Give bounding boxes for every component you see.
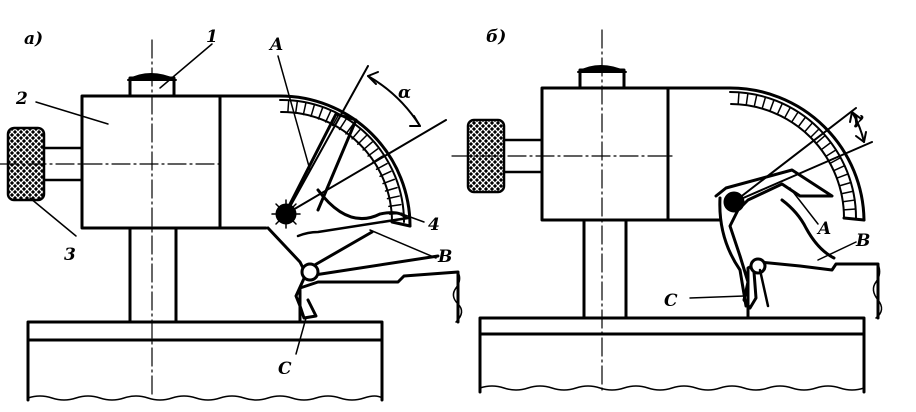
label-part-3: 3: [64, 245, 76, 265]
scale-tick-b: [809, 128, 820, 139]
base-plate-a: [26, 320, 384, 402]
scale-tick-a: [384, 186, 398, 192]
scale-tick-b: [776, 102, 784, 116]
scale-tick-a: [302, 102, 307, 116]
scale-tick-b: [737, 91, 740, 106]
scale-tick-b: [797, 116, 807, 128]
scale-tick-b: [783, 106, 792, 119]
scale-tick-b: [803, 122, 814, 133]
scale-tick-b: [832, 164, 846, 172]
scale-tick-b: [836, 173, 849, 179]
label-part-2: 2: [15, 89, 28, 109]
label-point-b-a: B: [437, 247, 452, 267]
base-plate-b: [478, 316, 866, 394]
scale-tick-b: [825, 149, 837, 158]
label-angle-alpha: α: [398, 83, 411, 103]
scale-ticks-b: [737, 91, 857, 211]
scale-tick-b: [829, 156, 842, 165]
label-part-1: 1: [206, 27, 218, 47]
leaders-b: [689, 187, 857, 299]
scale-tick-b: [815, 134, 826, 145]
centerlines-b: [451, 29, 673, 391]
label-point-a-b: A: [816, 219, 831, 239]
scale-tick-b: [745, 92, 749, 106]
scale-tick-a: [386, 195, 400, 200]
scale-tick-b: [840, 190, 854, 195]
scale-tick-a: [379, 170, 392, 178]
scale-tick-a: [367, 148, 379, 157]
scale-tick-b: [820, 141, 832, 151]
column-a: [128, 226, 178, 324]
scale-tick-a: [338, 118, 347, 131]
scale-tick-a: [310, 104, 316, 118]
scale-tick-a: [324, 110, 332, 123]
scale-tick-a: [357, 134, 368, 145]
measuring-arm-a: [266, 112, 440, 320]
scale-tick-b: [769, 99, 775, 112]
workpiece-a: [298, 270, 463, 324]
body-block-b: [540, 86, 866, 222]
scale-tick-a: [294, 100, 299, 114]
column-b: [582, 218, 628, 320]
scale-tick-a: [351, 129, 361, 140]
centerlines-a: [0, 39, 223, 399]
scale-tick-a: [317, 106, 324, 120]
label-part-4: 4: [428, 215, 440, 235]
figure-b: [451, 29, 883, 394]
scale-tick-a: [362, 141, 373, 151]
angle-alpha-lines: [285, 65, 447, 215]
scale-tick-b: [842, 199, 856, 203]
scale-tick-b: [761, 96, 767, 110]
angle-gamma-lines: [733, 107, 873, 203]
label-angle-gamma: γ: [852, 109, 864, 129]
scale-tick-a: [287, 99, 290, 114]
scale-tick-b: [790, 111, 799, 123]
scale-tick-b: [842, 208, 857, 211]
scale-tick-a: [375, 162, 388, 171]
label-point-a-a: A: [268, 35, 283, 55]
scale-tick-a: [331, 114, 340, 127]
label-point-b-b: B: [855, 231, 870, 251]
scale-tick-a: [382, 178, 396, 185]
scale-tick-b: [753, 94, 758, 108]
body-block-a: [80, 94, 412, 230]
leaders-a: [29, 43, 437, 355]
figure-a: [0, 39, 463, 402]
panel-label-b: б): [486, 27, 506, 47]
workpiece-b: [746, 260, 883, 320]
measuring-arm-b: [714, 168, 836, 310]
scale-tick-a: [388, 203, 402, 208]
label-point-c-a: C: [278, 359, 292, 379]
scale-tick-b: [838, 181, 852, 187]
label-point-c-b: C: [664, 291, 678, 311]
panel-label-a: а): [24, 29, 43, 49]
